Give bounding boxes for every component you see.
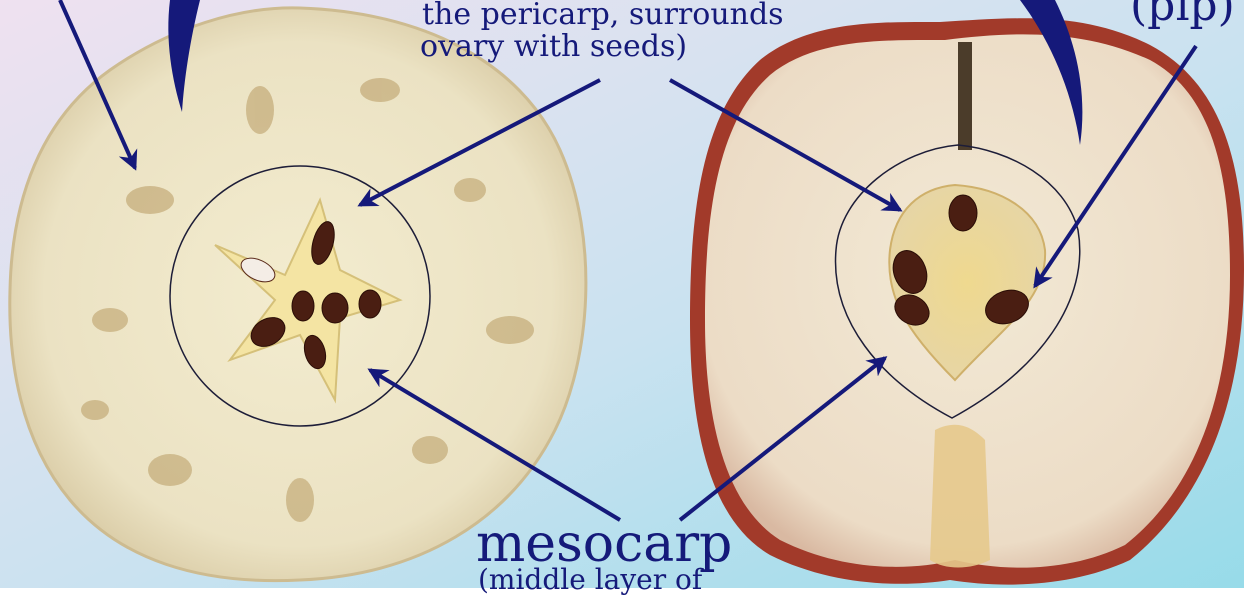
left-apple-cross-section xyxy=(10,8,586,581)
pericarp-label-line2: ovary with seeds) xyxy=(420,32,687,62)
pericarp-label-line1: the pericarp, surrounds xyxy=(422,0,784,30)
mesocarp-sublabel: (middle layer of xyxy=(478,566,702,594)
calyx-cavity xyxy=(930,425,990,568)
right-apple-longitudinal-section xyxy=(690,18,1244,584)
stem xyxy=(958,42,972,150)
seed-pip-label: (pip) xyxy=(1130,0,1235,28)
